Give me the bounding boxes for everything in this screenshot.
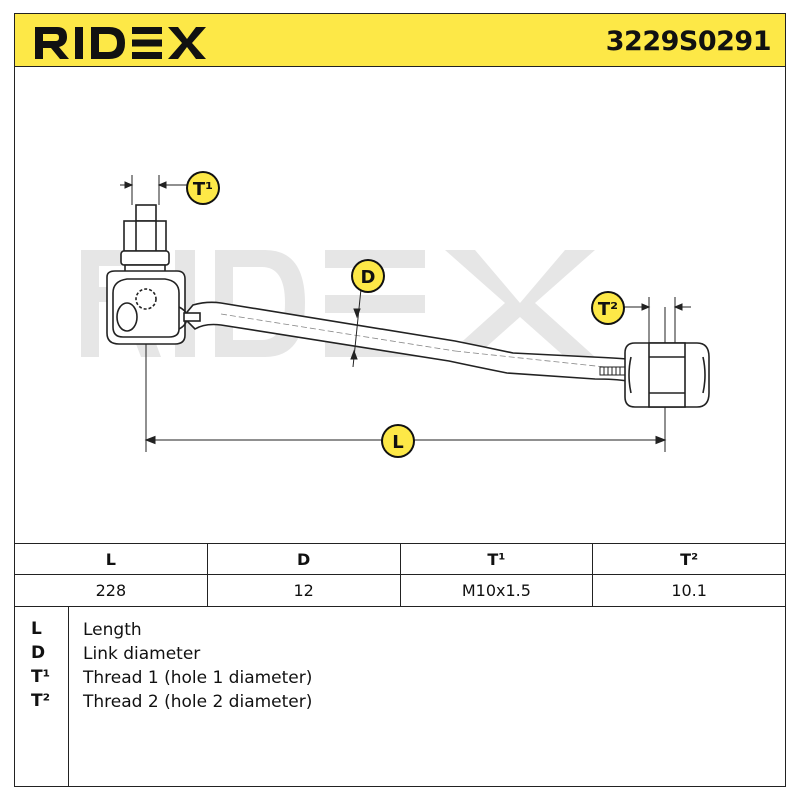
header-t1: T¹	[399, 543, 594, 575]
legend-text: Thread 2 (hole 2 diameter)	[83, 692, 313, 712]
svg-text:D: D	[361, 267, 376, 288]
left-ball-joint	[106, 204, 201, 345]
legend-item: D Link diameter	[15, 643, 785, 667]
d-dimension	[350, 288, 362, 368]
legend-divider	[68, 607, 69, 786]
right-bushing	[624, 342, 710, 408]
svg-text:T¹: T¹	[193, 179, 213, 200]
header-d: D	[206, 543, 401, 575]
right-thread-stub	[599, 366, 629, 376]
l-callout: L	[381, 424, 415, 458]
d-callout: D	[351, 259, 385, 293]
t1-callout: T¹	[186, 171, 220, 205]
t2-dimension	[620, 297, 691, 343]
value-t2: 10.1	[592, 574, 786, 607]
legend-key: T²	[31, 691, 51, 711]
legend-text: Link diameter	[83, 644, 201, 664]
legend-text: Thread 1 (hole 1 diameter)	[83, 668, 313, 688]
header-l: L	[14, 543, 208, 575]
legend: L Length D Link diameter T¹ Thread 1 (ho…	[14, 607, 786, 787]
legend-key: T¹	[31, 667, 51, 687]
stabilizer-link-drawing: T¹ D T² L	[81, 171, 710, 458]
technical-drawing: T¹ D T² L	[14, 67, 786, 543]
t2-callout: T²	[591, 291, 625, 325]
svg-text:L: L	[392, 432, 403, 453]
header-t2: T²	[592, 543, 786, 575]
value-l: 228	[14, 574, 208, 607]
value-d: 12	[206, 574, 401, 607]
spec-value-row: 228 12 M10x1.5 10.1	[14, 574, 786, 607]
legend-key: L	[31, 619, 42, 639]
t1-dimension	[120, 175, 190, 205]
legend-item: L Length	[15, 619, 785, 643]
legend-key: D	[31, 643, 46, 663]
svg-text:T²: T²	[598, 299, 618, 320]
legend-item: T² Thread 2 (hole 2 diameter)	[15, 691, 785, 715]
spec-header-row: L D T¹ T²	[14, 543, 786, 575]
value-t1: M10x1.5	[399, 574, 594, 607]
ridex-logo	[35, 27, 206, 59]
spec-table: L D T¹ T² 228 12 M10x1.5 10.1	[14, 543, 786, 607]
part-number: 3229S0291	[605, 26, 772, 57]
header-bar: 3229S0291	[14, 13, 786, 67]
legend-text: Length	[83, 620, 142, 640]
legend-item: T¹ Thread 1 (hole 1 diameter)	[15, 667, 785, 691]
